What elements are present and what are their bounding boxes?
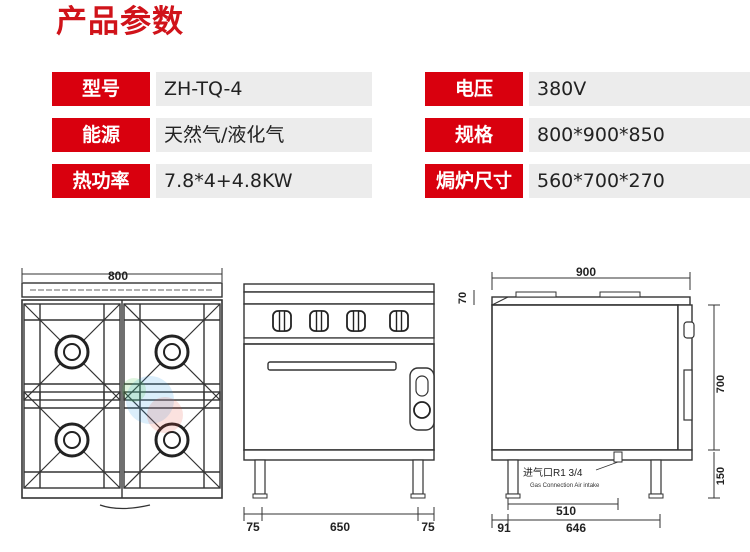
front-dim-center: 650	[330, 520, 350, 534]
param-label: 能源	[52, 118, 150, 152]
top-view: 800	[21, 268, 223, 510]
param-value: ZH-TQ-4	[156, 72, 372, 106]
param-value: 7.8*4+4.8KW	[156, 164, 372, 198]
param-label: 型号	[52, 72, 150, 106]
side-dim-91: 91	[497, 521, 511, 535]
side-view: 900 70 进气口R1 3/4 Gas Connection Air inta…	[457, 265, 727, 535]
param-value: 560*700*270	[529, 164, 750, 198]
front-dim-left: 75	[246, 520, 260, 534]
param-value: 800*900*850	[529, 118, 750, 152]
side-top-label: 70	[457, 292, 469, 304]
page-title: 产品参数	[56, 4, 184, 40]
param-value: 天然气/液化气	[156, 118, 372, 152]
gas-inlet-cn: 进气口R1 3/4	[523, 466, 583, 479]
side-dim-510: 510	[556, 504, 576, 518]
side-height-label: 700	[715, 375, 727, 393]
gas-inlet-en: Gas Connection Air intake	[530, 483, 600, 489]
front-view: 75 650 75	[243, 283, 435, 534]
top-width-label: 800	[108, 269, 128, 283]
side-dim-646: 646	[566, 521, 586, 535]
param-label: 规格	[425, 118, 523, 152]
side-width-label: 900	[576, 265, 596, 279]
param-label: 焗炉尺寸	[425, 164, 523, 198]
param-value: 380V	[529, 72, 750, 106]
param-label: 热功率	[52, 164, 150, 198]
side-leg-label: 150	[715, 467, 727, 485]
watermark-logo	[126, 376, 174, 424]
param-label: 电压	[425, 72, 523, 106]
front-dim-right: 75	[421, 520, 435, 534]
